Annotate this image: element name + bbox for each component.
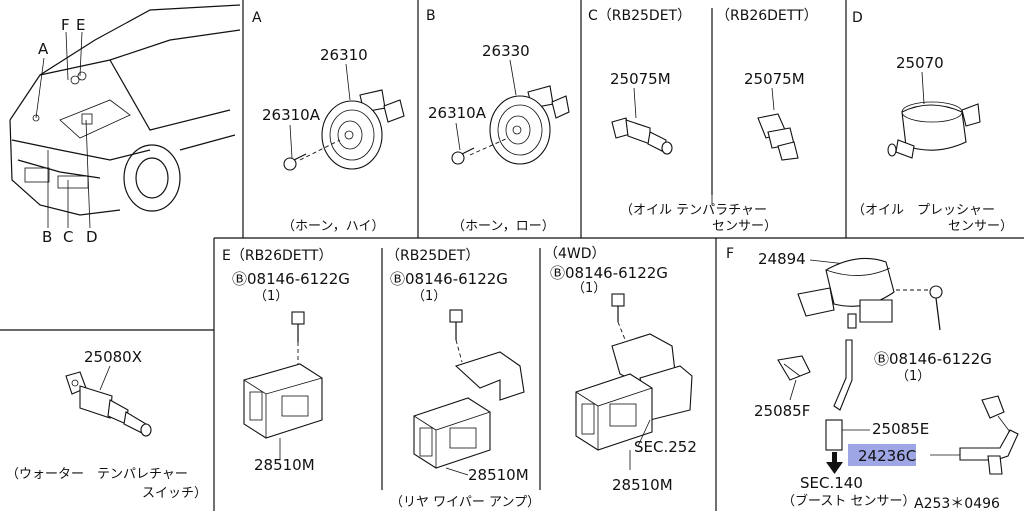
- part-25075m-left: 25075M: [610, 70, 671, 88]
- bolt-icon: [283, 153, 307, 171]
- bolt-icon: [291, 311, 305, 342]
- section-a: A 26310 26310A （ホーン，ハイ）: [252, 10, 405, 234]
- part-26310a-horn-low: 26310A: [428, 104, 487, 122]
- qty-e3: （1）: [572, 281, 606, 296]
- water-temp-switch: 25080X （ウォーター テンパレチャー スイッチ）: [6, 348, 207, 501]
- part-25085f: 25085F: [754, 402, 810, 420]
- sec-252: SEC.252: [634, 438, 697, 456]
- section-a-letter: A: [252, 10, 262, 26]
- caption-water-temp-2: スイッチ）: [142, 486, 207, 501]
- part-24894: 24894: [758, 250, 806, 268]
- part-28510m-e1: 28510M: [254, 456, 315, 474]
- section-e3-title: （4WD）: [544, 246, 606, 262]
- caption-oil-temp-1: （オイル テンパラチャー: [620, 203, 767, 218]
- part-26310a-horn-high: 26310A: [262, 106, 321, 124]
- car-label-e: E: [76, 16, 85, 34]
- boost-sensor: [797, 257, 895, 329]
- part-24236c: 24236C: [858, 447, 916, 465]
- sec-140: SEC.140: [800, 474, 863, 492]
- car-label-a: A: [38, 40, 49, 58]
- section-c-title-left: C（RB25DET）: [588, 8, 691, 24]
- bolt-e2: Ⓑ08146-6122G: [390, 270, 508, 288]
- caption-oil-pressure-1: （オイル プレッシャー: [852, 203, 995, 218]
- wiper-amp-e1: [243, 363, 323, 439]
- oil-temp-sensor-left: [611, 117, 673, 155]
- oil-temp-sensor-right: [757, 113, 799, 161]
- part-25080x: 25080X: [84, 348, 142, 366]
- section-e-rb25det: （RB25DET） Ⓑ08146-6122G （1） 28510M （リヤ ワイ…: [386, 248, 540, 510]
- qty-f: （1）: [896, 369, 930, 384]
- part-25075m-right: 25075M: [744, 70, 805, 88]
- part-26330: 26330: [482, 42, 530, 60]
- bracket: [959, 395, 1019, 475]
- qty-e2: （1）: [412, 289, 446, 304]
- caption-boost-sensor: （ブースト センサー）: [782, 493, 915, 509]
- part-25085e: 25085E: [872, 420, 929, 438]
- oil-pressure-sensor: [887, 101, 981, 159]
- part-25070: 25070: [896, 54, 944, 72]
- caption-oil-temp-2: センサー）: [712, 219, 777, 234]
- section-c-title-right: （RB26DETT）: [716, 8, 818, 24]
- arrow-down-icon: [826, 452, 843, 474]
- bolt-e3: Ⓑ08146-6122G: [550, 264, 668, 282]
- bolt-f: Ⓑ08146-6122G: [874, 350, 992, 368]
- section-f: F 24894 Ⓑ08146-6122G （1） 25085F 25085E: [726, 246, 1019, 511]
- caption-horn-high: （ホーン，ハイ）: [282, 219, 384, 234]
- caption-water-temp-1: （ウォーター テンパレチャー: [6, 467, 188, 482]
- section-b: B 26330 26310A （ホーン，ロー）: [426, 8, 570, 234]
- figure-code: A253＊0496: [914, 496, 1000, 511]
- bolt-icon: [449, 309, 463, 340]
- section-d: D 25070 （オイル プレッシャー センサー）: [852, 10, 1013, 234]
- part-26310: 26310: [320, 46, 368, 64]
- wiper-amp-e2: [413, 351, 525, 469]
- section-f-letter: F: [726, 246, 734, 262]
- car-label-b: B: [42, 228, 52, 246]
- section-e1-title: E（RB26DETT）: [222, 248, 332, 264]
- caption-oil-pressure-2: センサー）: [948, 219, 1013, 234]
- part-24236c-highlight: [848, 444, 916, 466]
- section-c: C（RB25DET） （RB26DETT） 25075M 25075M （オイル…: [588, 8, 818, 234]
- bolt-icon: [451, 147, 475, 165]
- qty-e1: （1）: [254, 289, 288, 304]
- section-e-4wd: （4WD） Ⓑ08146-6122G （1） SEC.252 28510M: [544, 246, 697, 494]
- section-e-rb26dett: E（RB26DETT） Ⓑ08146-6122G （1） 28510M: [222, 248, 350, 474]
- car-overview: A F E B C D: [9, 4, 241, 246]
- car-label-d: D: [86, 228, 98, 246]
- bolt-icon: [611, 293, 625, 322]
- section-b-letter: B: [426, 8, 436, 24]
- section-d-letter: D: [852, 10, 863, 26]
- caption-rear-wiper-amp: （リヤ ワイパー アンプ）: [390, 495, 540, 510]
- clip: [777, 355, 811, 381]
- hose: [825, 339, 853, 451]
- caption-horn-low: （ホーン，ロー）: [452, 219, 555, 234]
- wiper-amp-e3: [575, 333, 693, 451]
- part-28510m-e2: 28510M: [468, 466, 529, 484]
- car-label-f: F: [61, 16, 70, 34]
- section-e2-title: （RB25DET）: [386, 248, 479, 264]
- car-label-c: C: [63, 228, 73, 246]
- bolt-e1: Ⓑ08146-6122G: [232, 270, 350, 288]
- part-28510m-e3: 28510M: [612, 476, 673, 494]
- bolt-icon: [929, 285, 943, 331]
